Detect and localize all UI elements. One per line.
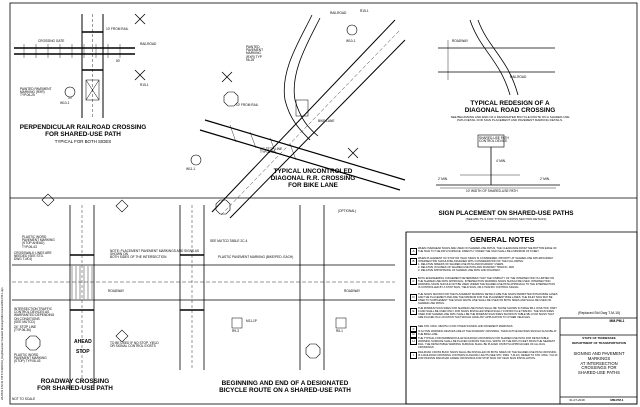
diag-w11-label: W11-1 xyxy=(186,167,196,171)
diag-r15-label: R15-1 xyxy=(360,9,369,13)
bicycle-route-drawing xyxy=(140,199,395,370)
note-label: D xyxy=(410,294,417,301)
note-label: E xyxy=(410,308,417,315)
note-text: SEE STD. DWG. MM-PM-1 FOR OTHER SIGNING … xyxy=(418,325,514,328)
crosswalk-label: CROSSWALK LINES ARE NEEDED (SEE STD. DWG… xyxy=(14,251,52,262)
note-label: A xyxy=(410,248,417,255)
redesign-title: TYPICAL REDESIGN OF A DIAGONAL ROAD CROS… xyxy=(464,100,556,115)
drawing-date: 01-07-2018 xyxy=(569,398,585,402)
note-text: RAILROAD CROSS BUCK SIGNS SHALL BE INSTA… xyxy=(418,351,558,360)
sign-placement-drawing xyxy=(436,134,560,189)
state-name: STATE OF TENNESSEE xyxy=(582,336,616,340)
road-label: ROADWAY xyxy=(108,289,125,293)
perpendicular-crossing-drawing xyxy=(14,13,146,118)
roadway-crossing-title: ROADWAY CROSSING FOR SHARED-USE PATH xyxy=(37,378,113,393)
redesign-subtitle: SEE BEGINNING AND END OF A DESIGNATED BI… xyxy=(450,115,570,123)
stop-text: STOP xyxy=(76,349,90,355)
ten-ft-label: 10' FROM RAIL xyxy=(106,27,129,31)
stop-yield-note: TO BE USED IF NO STOP, YIELD OR SIGNAL C… xyxy=(110,341,159,349)
note-text: THE TYPICAL FOR PERPENDICULAR RAILROAD C… xyxy=(418,337,556,349)
revised-text: (Replaced Std Dwg T-M-15) xyxy=(578,311,620,315)
diag-ten-ft-label: 10' FROM RAIL xyxy=(236,103,259,107)
r9-label: R9-3 xyxy=(232,329,239,333)
perpendicular-title: PERPENDICULAR RAILROAD CROSSING FOR SHAR… xyxy=(19,124,147,139)
diag-painted-label: PAINTED PAVEMENT MARKING (RXR) TYP 06-25 xyxy=(246,45,264,62)
note-text: THE SIGNS SHOWN FOR THE PLACEMENT MARKIN… xyxy=(418,293,558,305)
bike-ped-label: PLASTIC PAVEMENT MARKING (BIKE/PED. EACH… xyxy=(218,255,294,259)
roadway-crossing-drawing xyxy=(12,193,140,390)
sheet-label: MM-PM-1 xyxy=(610,398,624,402)
ahead-text: AHEAD xyxy=(74,339,92,345)
bike-lane-label: BIKE LANE xyxy=(318,119,335,123)
general-notes-heading: GENERAL NOTES xyxy=(470,235,535,244)
r15-1-label: R15-1 xyxy=(140,83,149,87)
see-mutcd-label: SEE MUTCD TABLE 2C-4 xyxy=(210,239,248,243)
note-text: IF ACTIVE WARNING DEVICES ARE AT THE ROA… xyxy=(418,330,557,336)
offset-label: 2' MIN. xyxy=(438,177,448,181)
redesign-rr-label: RAILROAD xyxy=(510,75,527,79)
painted-marking-label: PAINTED PAVEMENT MARKING (RXR) TYP.06-25 xyxy=(20,87,52,98)
note-text: WHEN PLACEMENT OF STOP OR YIELD SIGNS IS… xyxy=(418,257,554,272)
diag-w10-label: W10-1 xyxy=(346,39,356,43)
sign-placement-title: SIGN PLACEMENT ON SHARED-USE PATHS xyxy=(438,210,574,217)
w10-1-label: W10-1 xyxy=(60,101,70,105)
optional-label: (OPTIONAL) xyxy=(338,209,357,213)
not-to-scale: NOT TO SCALE xyxy=(12,397,36,401)
r5-label: R5-1 xyxy=(336,329,343,333)
plastic-stop-label: PLASTIC WORD PAVEMENT MARKING (STOP) TYP… xyxy=(14,353,47,364)
redesign-drawing xyxy=(438,19,555,96)
note-text: WHEN OVERHEAD SIGNS ARE USED ON SHARED-U… xyxy=(418,247,557,253)
drawing-title: SIGNING AND PAVEMENT MARKINGS AT INTERSE… xyxy=(573,351,625,376)
stop-line-label: 24" STOP LINE (TYP.06-36) xyxy=(14,325,37,333)
diag-rr-label: RAILROAD xyxy=(330,11,347,15)
m11-label: M11-1P xyxy=(246,319,257,323)
sheet-number: MM-PM-1 xyxy=(609,319,625,323)
note-label: F xyxy=(410,326,417,333)
diagonal-title: TYPICAL UNCONTROLED DIAGONAL R.R. CROSSI… xyxy=(270,168,356,190)
redesign-roadway-label: ROADWAY xyxy=(452,39,469,43)
dist-50-label: 50' xyxy=(116,59,121,63)
note-text: THE MINIMUM SIGN SIZES FOR SHARED-USE PA… xyxy=(418,307,557,319)
bicycle-route-title: BEGINNING AND END OF A DESIGNATED BICYCL… xyxy=(219,380,351,395)
offset2-label: 2' MIN. xyxy=(540,177,550,181)
plastic-word-label: PLASTIC WORD PAVEMENT MARKING (STOP AHEA… xyxy=(22,235,55,249)
placement-note: NOTE: PLACEMENT PAVEMENT MARKINGS AND SI… xyxy=(110,249,200,260)
note-text: BOTH ENGINEERING JUDGEMENT DETERMINES TH… xyxy=(418,277,556,289)
note-label: I xyxy=(410,352,417,359)
file-path: 2/1/2019 3:52:41 PM Z:\CADD\Std_Dwg\Moun… xyxy=(1,287,4,400)
sheet-border xyxy=(9,2,638,405)
note-label: C xyxy=(410,278,417,285)
diagonal-crossing-drawing xyxy=(190,14,406,219)
note-label: B xyxy=(410,258,417,265)
department: DEPARTMENT OF TRANSPORTATION xyxy=(572,341,626,345)
height-label: 4' MIN. xyxy=(496,159,506,163)
sign-box-text: SHARED-USE PATH CONTROL DEVICE xyxy=(479,136,509,144)
note-label: G xyxy=(410,331,417,338)
intersection-label: INTERSECTION TRAFFIC CONTROL DEVICES AS … xyxy=(14,307,55,324)
diag-stop-bar-label: 24" STOP LINE TYP.06-36 xyxy=(260,147,283,155)
rr-label: RAILROAD xyxy=(140,42,157,46)
bike-roadway-label: ROADWAY xyxy=(344,289,361,293)
path-width-label: 10' WIDTH OF SHARED-USE PATH xyxy=(466,189,518,193)
gate-label: CROSSING GATE xyxy=(38,39,65,43)
perpendicular-subtitle: TYPICAL FOR BOTH SIDES xyxy=(54,139,112,144)
sign-placement-subtitle: (SEE MM-TS-S FOR TYPICAL CROSS SECTION D… xyxy=(465,217,547,221)
note-label: H xyxy=(410,338,417,345)
